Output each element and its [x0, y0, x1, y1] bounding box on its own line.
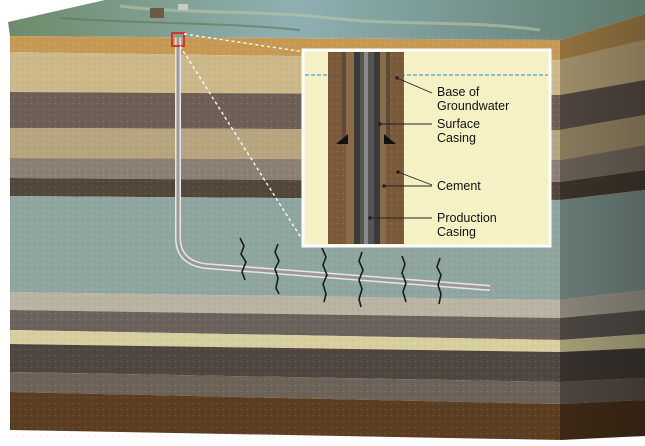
fracture: [436, 257, 442, 305]
label-line: Groundwater: [437, 99, 509, 113]
label-line: Casing: [437, 225, 476, 239]
label-line: Surface: [437, 117, 480, 131]
inset-marker: [171, 32, 185, 47]
label-cement: Cement: [437, 179, 481, 193]
rock-strata-side: [560, 14, 645, 440]
label-production-casing: Production Casing: [437, 211, 500, 239]
fracture: [321, 247, 328, 303]
label-line: Production: [437, 211, 497, 225]
label-surface-casing: Surface Casing: [437, 117, 484, 145]
casing-shoe-left: [336, 134, 348, 144]
fracture: [401, 255, 407, 303]
label-line: Base of: [437, 85, 480, 99]
well-pad-equipment: [150, 8, 164, 18]
fracture: [274, 243, 280, 295]
zoom-lines: [179, 33, 306, 245]
well-bore: [175, 38, 491, 291]
label-line: Casing: [437, 131, 476, 145]
hydraulic-fractures: [239, 237, 442, 308]
fracture: [239, 237, 247, 281]
land-surface: [8, 0, 645, 40]
casing-shoe-right: [384, 134, 396, 144]
label-line: Cement: [437, 179, 481, 193]
label-base-of-groundwater: Base of Groundwater: [437, 85, 509, 113]
fracture: [358, 251, 364, 308]
well-casing-inset: Base of Groundwater Surface Casing Cemen…: [301, 48, 552, 248]
